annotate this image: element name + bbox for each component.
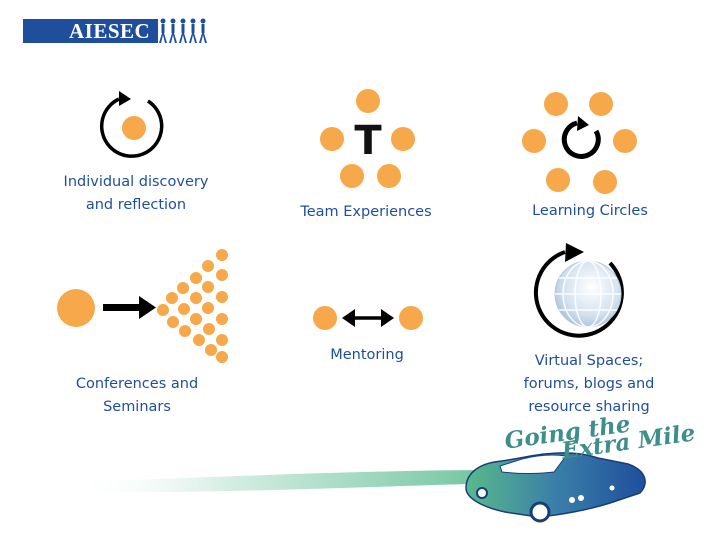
team-t-letter: T [354,118,382,164]
logo-figures-icon [159,18,207,43]
spread-dots-icon [57,249,228,363]
label-learning-circles: Learning Circles [532,203,648,219]
car-icon [465,451,646,523]
globe-cycle-icon [533,243,624,338]
label-mentoring: Mentoring [330,347,404,363]
aiesec-logo: AIESEC [23,19,158,43]
speed-streak [70,470,500,493]
cycle-dot-icon [100,91,164,158]
two-way-arrow-icon [313,306,423,330]
learning-circle-icon [522,92,637,194]
label-team: Team Experiences [300,204,432,220]
team-t-icon [320,89,415,188]
